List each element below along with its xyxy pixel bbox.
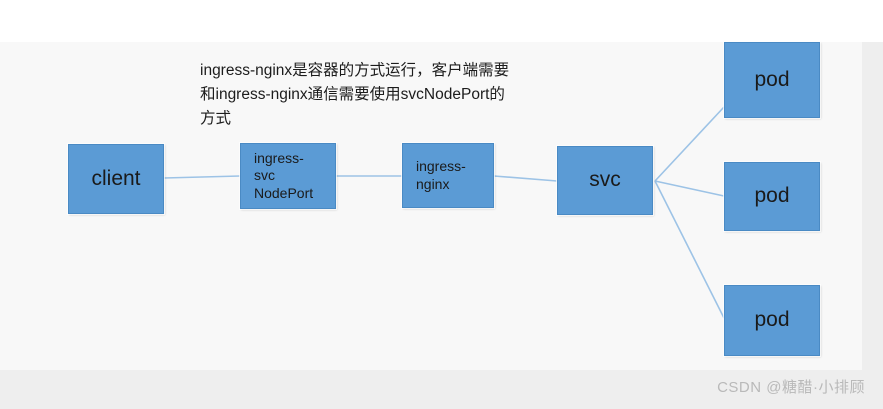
node-pod-3[interactable]: pod	[724, 285, 820, 356]
node-client[interactable]: client	[68, 144, 164, 214]
node-pod-2[interactable]: pod	[724, 162, 820, 231]
node-svc[interactable]: svc	[557, 146, 653, 215]
node-client-label: client	[91, 166, 141, 190]
csdn-watermark: CSDN @糖醋·小排顾	[717, 379, 865, 396]
node-pod-2-label: pod	[754, 184, 790, 208]
node-ingress-nginx[interactable]: ingress- nginx	[402, 143, 494, 208]
node-ingress-svc[interactable]: ingress- svc NodePort	[240, 143, 336, 209]
node-pod-1[interactable]: pod	[724, 42, 820, 118]
node-pod-3-label: pod	[754, 308, 790, 332]
node-ingress-svc-label: ingress- svc NodePort	[254, 149, 314, 201]
node-pod-1-label: pod	[754, 67, 790, 91]
node-ingress-nginx-label: ingress- nginx	[416, 158, 466, 192]
annotation-text: ingress-nginx是容器的方式运行，客户端需要和ingress-ngin…	[200, 62, 510, 128]
node-svc-label: svc	[589, 168, 621, 192]
